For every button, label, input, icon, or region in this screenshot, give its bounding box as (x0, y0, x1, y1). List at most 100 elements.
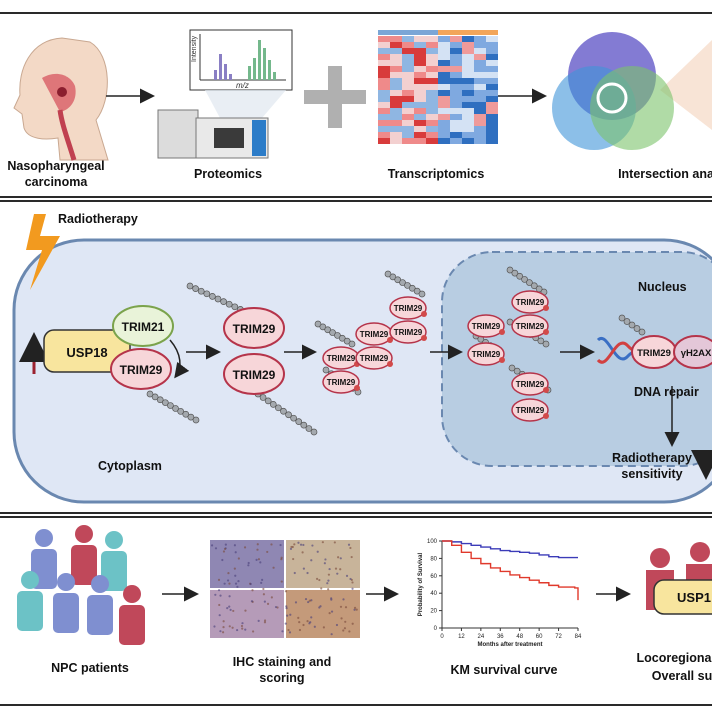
heatmap-cell (378, 42, 390, 48)
heatmap-cell (474, 132, 486, 138)
clinical-panel (0, 516, 712, 706)
trim29-node (355, 346, 393, 370)
trim29-node (511, 398, 549, 422)
heatmap-cell (402, 114, 414, 120)
trim29-label: TRIM29 (394, 328, 423, 337)
heatmap-cell (486, 36, 498, 42)
heatmap-cell (414, 66, 426, 72)
heatmap-cell (438, 90, 450, 96)
heatmap-cell (438, 114, 450, 120)
heatmap-cell (414, 126, 426, 132)
ubiquitin-dot (421, 311, 427, 317)
heatmap-cell (438, 138, 450, 144)
heatmap-cell (426, 90, 438, 96)
heatmap-cell (378, 48, 390, 54)
heatmap-cell (462, 96, 474, 102)
gamma-h2ax-label: γH2AX (681, 348, 712, 359)
nucleus-label: Nucleus (638, 280, 687, 294)
trim29-label: TRIM29 (233, 322, 276, 336)
heatmap-cell (426, 120, 438, 126)
heatmap-cell (438, 126, 450, 132)
heatmap-cell (390, 114, 402, 120)
npc-patients-icon (17, 525, 145, 645)
heatmap-cell (378, 132, 390, 138)
km-x-tick-label: 48 (516, 634, 523, 640)
outcome-label: Overall su (652, 669, 712, 683)
heatmap-cell (486, 72, 498, 78)
heatmap-cell (414, 120, 426, 126)
km-x-tick-label: 24 (478, 634, 485, 640)
heatmap-cell (390, 126, 402, 132)
heatmap-cell (486, 42, 498, 48)
heatmap-cell (402, 78, 414, 84)
heatmap-cell (438, 66, 450, 72)
heatmap-cell (450, 84, 462, 90)
heatmap-cell (390, 84, 402, 90)
trim29-label: TRIM29 (327, 354, 356, 363)
trim29-node (389, 320, 427, 344)
heatmap-cell (486, 66, 498, 72)
ubiquitin-dot (543, 329, 549, 335)
heatmap-cell (462, 42, 474, 48)
heatmap-cell (426, 78, 438, 84)
heatmap-cell (414, 84, 426, 90)
km-series-1-line (442, 540, 578, 559)
person-icon (21, 571, 39, 589)
heatmap-cell (450, 96, 462, 102)
km-x-tick-label: 0 (440, 634, 444, 640)
heatmap-cell (426, 102, 438, 108)
heatmap-cell (378, 54, 390, 60)
heatmap-cell (426, 54, 438, 60)
heatmap-cell (390, 96, 402, 102)
trim29-label: TRIM29 (360, 354, 389, 363)
heatmap-cell (426, 114, 438, 120)
heatmap-cell (414, 48, 426, 54)
trim29-label: TRIM29 (516, 298, 545, 307)
heatmap-cell (474, 120, 486, 126)
ihc-images (210, 540, 360, 638)
heatmap-cell (378, 96, 390, 102)
heatmap-cell (450, 132, 462, 138)
heatmap-cell (450, 138, 462, 144)
heatmap-cell (390, 54, 402, 60)
heatmap-cell (474, 36, 486, 42)
person-icon (71, 545, 97, 585)
heatmap-cell (438, 54, 450, 60)
usp18-label: USP18 (66, 345, 107, 360)
heatmap-cell (414, 108, 426, 114)
trim29-node (389, 296, 427, 320)
trim29-label: TRIM29 (394, 304, 423, 313)
heatmap-cell (474, 54, 486, 60)
heatmap-cell (426, 48, 438, 54)
heatmap-cell (486, 126, 498, 132)
heatmap-cell (378, 126, 390, 132)
trim29-label: TRIM29 (637, 348, 671, 359)
trim29-label: TRIM29 (472, 322, 501, 331)
heatmap-cell (402, 54, 414, 60)
ihc-label: scoring (259, 671, 304, 685)
heatmap-cell (450, 78, 462, 84)
heatmap-cell (402, 60, 414, 66)
heatmap-cell (426, 138, 438, 144)
heatmap-cell (438, 78, 450, 84)
heatmap-cell (462, 72, 474, 78)
heatmap-cell (378, 84, 390, 90)
npc-patients-label: NPC patients (51, 661, 129, 675)
mass-spectrum-inset: Intensity m/z (189, 29, 293, 118)
km-y-tick-label: 0 (434, 626, 438, 632)
heatmap-cell (474, 42, 486, 48)
heatmap-cell (390, 138, 402, 144)
heatmap-cell (390, 60, 402, 66)
heatmap-cell (462, 126, 474, 132)
km-label: KM survival curve (451, 663, 558, 677)
heatmap-cell (390, 120, 402, 126)
ubiquitin-dot (499, 329, 505, 335)
heatmap-cell (402, 42, 414, 48)
km-x-tick-label: 84 (575, 634, 582, 640)
proteomics-label: Proteomics (194, 167, 262, 181)
heatmap-cell (414, 78, 426, 84)
heatmap-cell (414, 60, 426, 66)
ubiquitin-dot (499, 357, 505, 363)
person-icon (53, 593, 79, 633)
